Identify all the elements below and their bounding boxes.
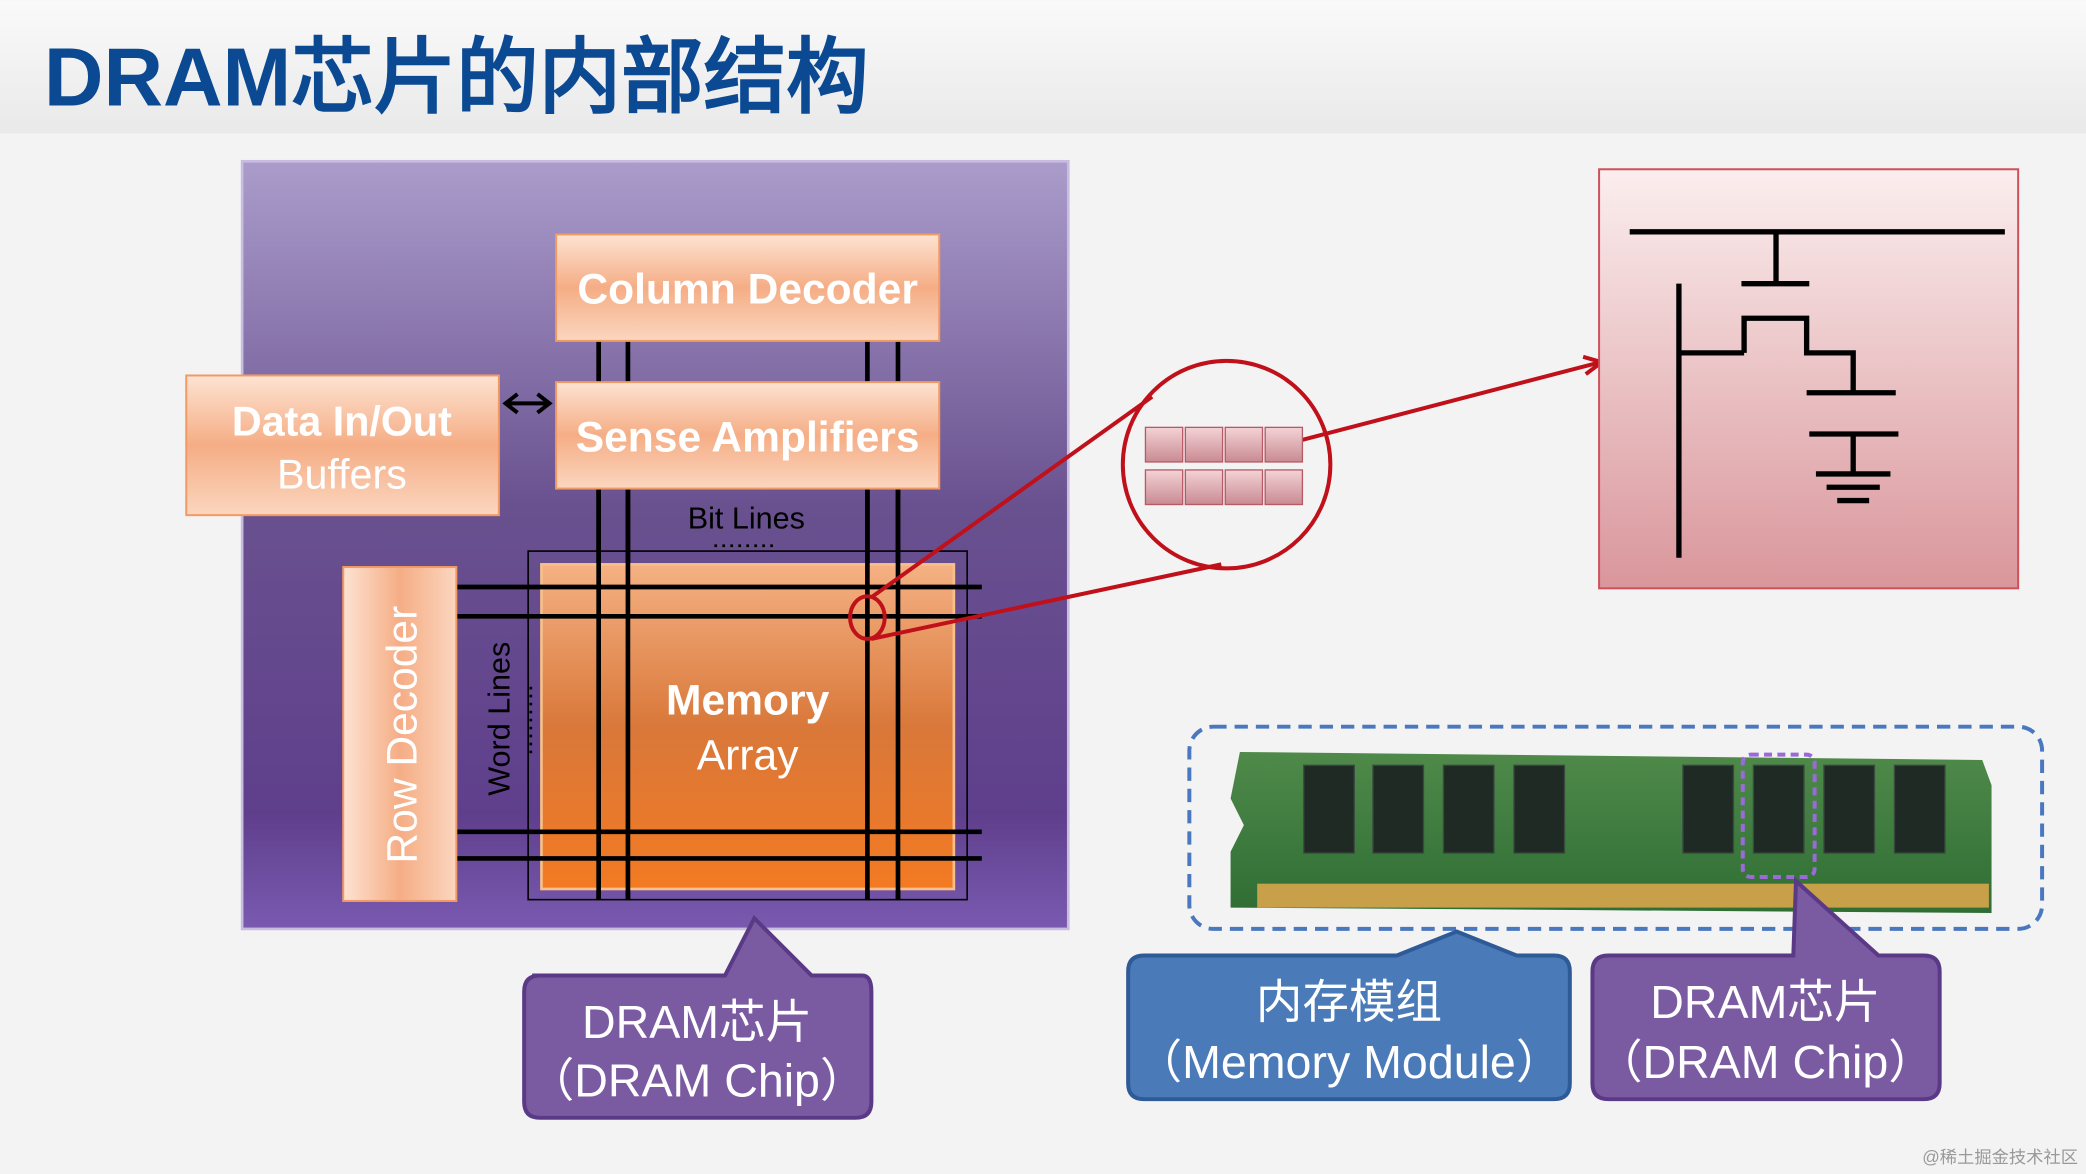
callout-memory-module: 内存模组 （Memory Module） (1126, 929, 1572, 1102)
memory-array (540, 563, 956, 891)
sense-amplifiers (555, 381, 941, 490)
memory-array-label: Memory (666, 677, 830, 725)
callout-label: DRAM芯片 (1650, 976, 1880, 1028)
row-decoder (342, 566, 458, 902)
page-title: DRAM芯片的内部结构 (44, 31, 869, 123)
word-line-wires (456, 584, 982, 861)
zoom-highlight (848, 354, 1607, 641)
highlighted-chip (1740, 752, 1817, 880)
row-decoder-label: Row Decoder (378, 606, 426, 864)
callout-label: DRAM芯片 (582, 996, 812, 1048)
watermark: @稀土掘金技术社区 (1922, 1147, 2078, 1167)
sense-amplifiers-label: Sense Amplifiers (576, 413, 920, 461)
title-band (0, 0, 2086, 134)
data-buffers-label-2: Buffers (277, 452, 407, 498)
callout-dram-chip-left: DRAM芯片 （DRAM Chip） (522, 914, 874, 1120)
memory-array-outline (527, 550, 968, 901)
callout-dram-chip-right: DRAM芯片 （DRAM Chip） (1590, 876, 1942, 1102)
callout-label: 内存模组 (1256, 976, 1442, 1028)
word-lines-label: Word Lines (483, 642, 517, 796)
callout-sublabel: （Memory Module） (1136, 1036, 1563, 1088)
memory-cell-grid (1144, 426, 1304, 506)
callout-sublabel: （DRAM Chip） (528, 1055, 867, 1107)
memory-module-photo (1187, 724, 2045, 931)
data-buffers-label: Data In/Out (232, 398, 452, 444)
dram-cell-schematic (1598, 168, 2020, 590)
bit-lines-label: Bit Lines (688, 501, 805, 535)
callout-sublabel: （DRAM Chip） (1596, 1036, 1935, 1088)
column-decoder-label: Column Decoder (577, 266, 918, 314)
bidirectional-arrow-icon (502, 392, 553, 415)
data-buffers (185, 374, 500, 517)
column-decoder (555, 233, 941, 342)
dram-chip-diagram: Memory Array Column Decoder Sense Amplif… (185, 159, 1070, 931)
memory-array-label-2: Array (697, 731, 799, 779)
